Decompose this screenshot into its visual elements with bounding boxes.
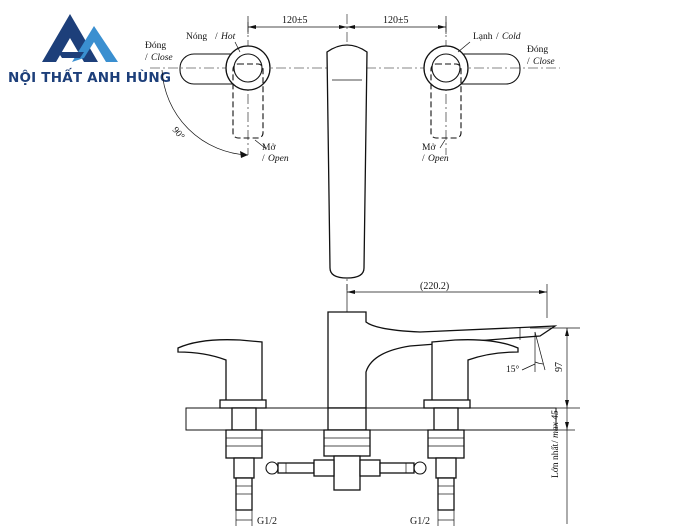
cold-label-sep: / xyxy=(496,32,499,42)
spout-valve-body xyxy=(323,407,371,491)
spout-top-view xyxy=(326,44,368,279)
close-right-sep: / xyxy=(527,57,530,67)
top-dimension xyxy=(247,16,447,34)
max-thickness-dimension xyxy=(556,408,575,524)
height-dimension xyxy=(530,327,580,409)
brand-name: NỘI THẤT ANH HÙNG xyxy=(8,70,172,86)
dim-reach: (220.2) xyxy=(420,281,449,292)
max-thickness-sep: / xyxy=(551,440,561,443)
right-handle-top-view xyxy=(423,45,521,139)
close-right-en: Close xyxy=(533,57,555,67)
dim-right-120: 120±5 xyxy=(383,15,409,26)
close-left-en: Close xyxy=(151,53,173,63)
left-handle-front-view xyxy=(177,339,263,403)
cold-label-en: Cold xyxy=(502,32,521,42)
close-left-vn: Đóng xyxy=(145,41,166,51)
thread-dimension-right xyxy=(437,510,455,526)
dim-left-120: 120±5 xyxy=(282,15,308,26)
open-left-en: Open xyxy=(268,154,289,164)
close-right-vn: Đóng xyxy=(527,45,548,55)
brand-logo-icon xyxy=(42,14,118,62)
cold-label-vn: Lạnh xyxy=(473,32,493,42)
thread-right-label: G1/2 xyxy=(410,516,430,527)
dim-height-97: 97 xyxy=(554,362,565,372)
open-left-vn: Mở xyxy=(262,143,276,153)
right-valve-body xyxy=(413,399,471,511)
open-right-vn: Mở xyxy=(422,143,436,153)
open-right-sep: / xyxy=(422,154,425,164)
thread-dimension-left xyxy=(235,510,253,526)
open-left-sep: / xyxy=(262,154,265,164)
hot-label-en: Hot xyxy=(220,32,236,42)
angle-90: 90° xyxy=(170,125,187,142)
rotation-arc xyxy=(161,69,249,158)
open-right-en: Open xyxy=(428,154,449,164)
thread-left-label: G1/2 xyxy=(257,516,277,527)
spout-front-view xyxy=(327,311,558,409)
tilt-angle xyxy=(521,331,546,372)
connecting-hoses xyxy=(277,459,415,477)
tilt-label: 15° xyxy=(506,364,520,375)
max-thickness-vn: Lớn nhất xyxy=(550,443,561,478)
right-handle-front-view xyxy=(431,339,519,403)
close-left-sep: / xyxy=(145,53,148,63)
max-thickness-en: max 45 xyxy=(551,410,561,438)
left-valve-body xyxy=(219,399,279,511)
reach-dimension xyxy=(346,284,548,318)
hot-label-vn: Nóng xyxy=(186,32,207,42)
hot-label-sep: / xyxy=(215,32,218,42)
left-handle-top-view xyxy=(179,45,271,139)
